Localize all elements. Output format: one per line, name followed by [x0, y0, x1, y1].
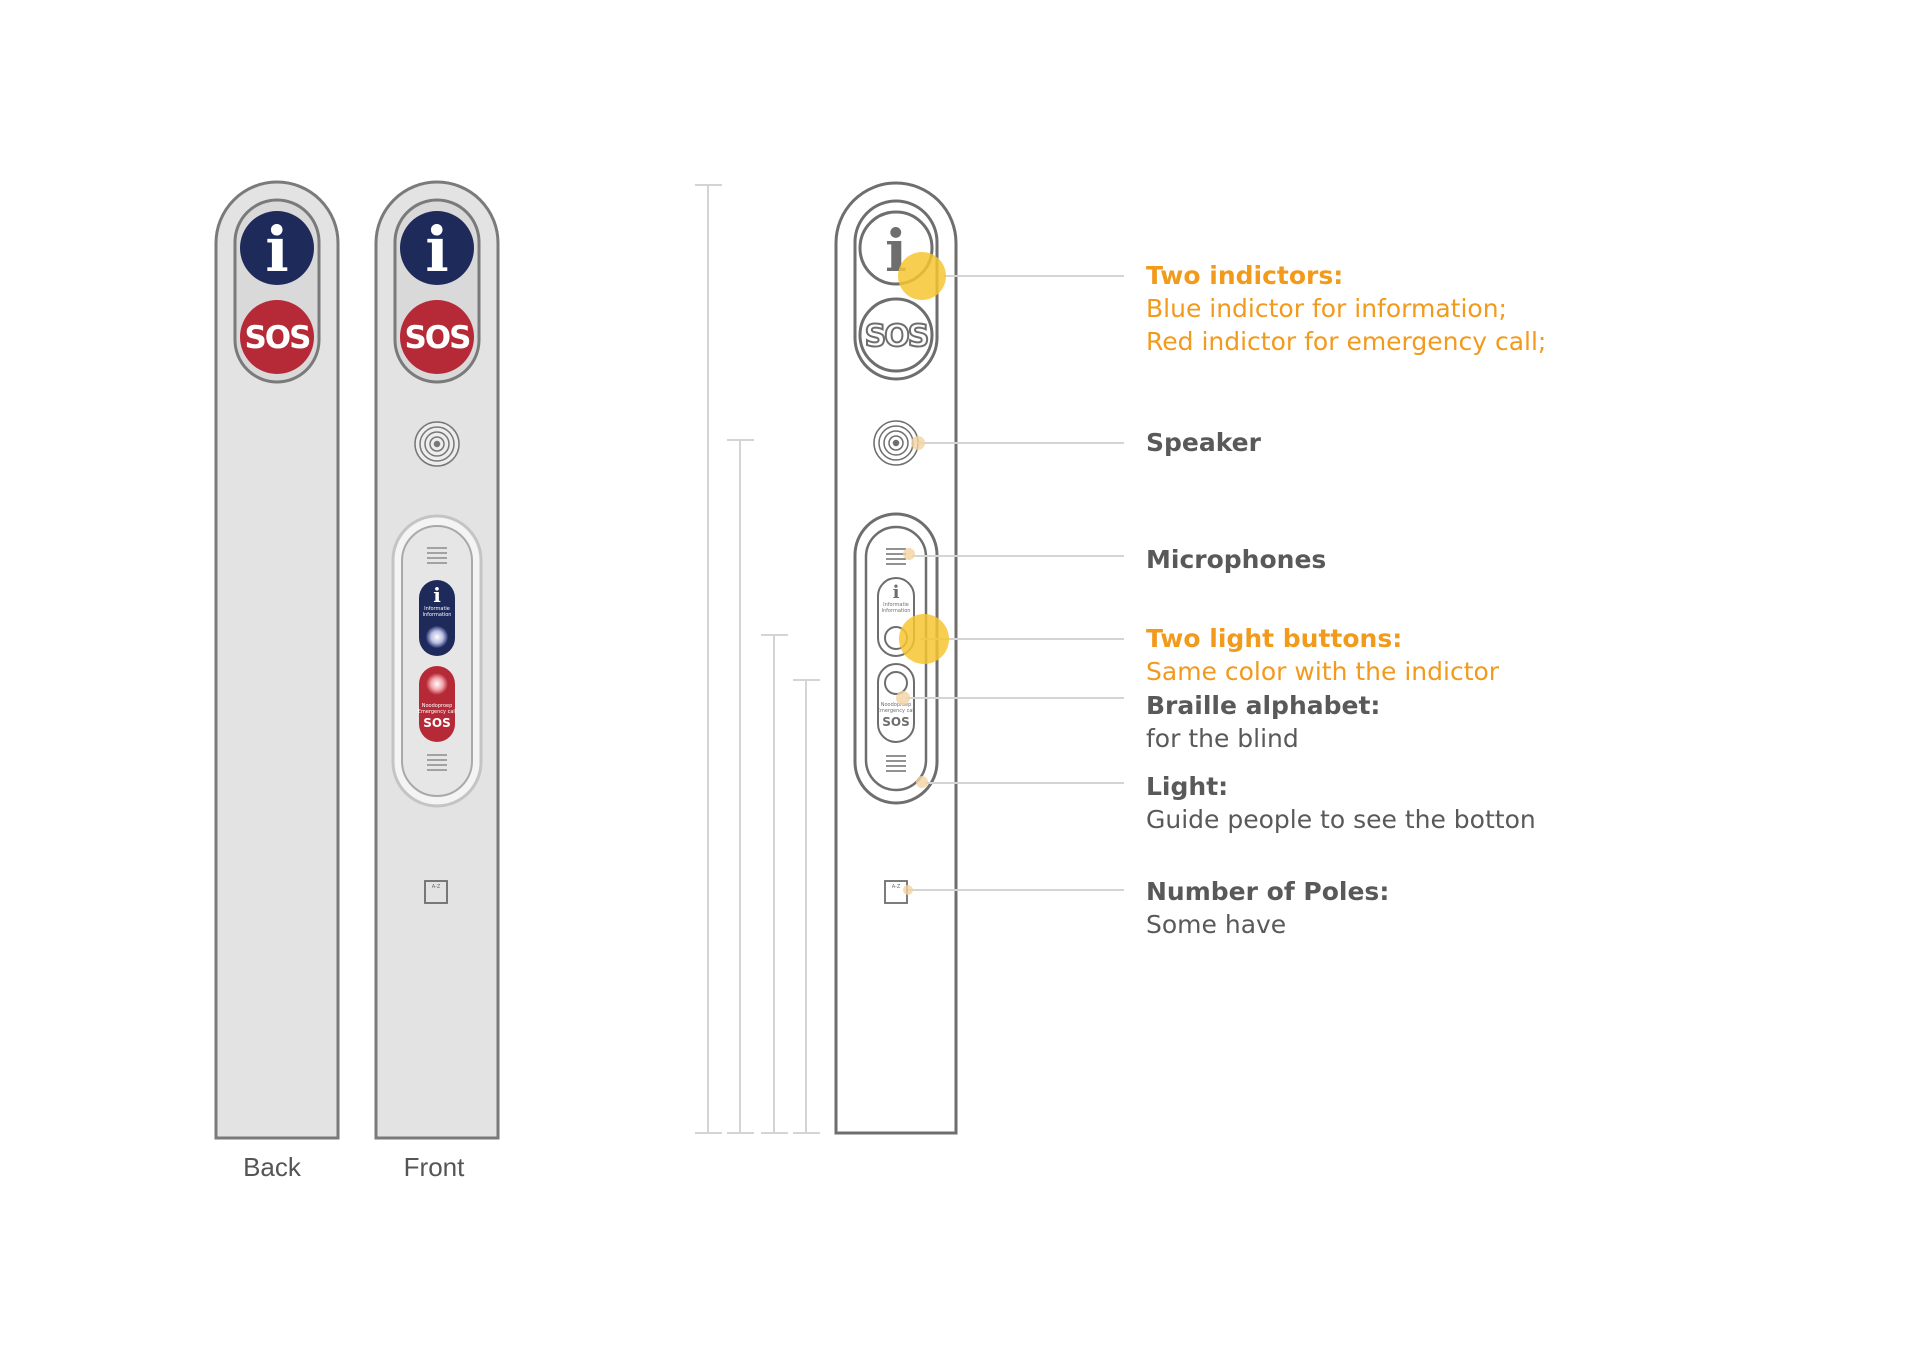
braille-highlight [896, 691, 910, 705]
annotations: Two indictors: Blue indictor for informa… [1146, 261, 1546, 939]
annotation-title: Two light buttons: [1146, 624, 1402, 653]
info-button-glyph: i [433, 583, 441, 607]
info-indicator-outline-icon [858, 210, 934, 286]
leader-lines [906, 275, 1124, 891]
sos-indicator-icon: SOS [400, 300, 474, 374]
annotation-microphones: Microphones [1146, 545, 1326, 574]
sos-button-outline-label-en: Emergency call [877, 708, 915, 714]
info-indicator-glyph: i [265, 213, 289, 286]
info-indicator-icon: i [240, 211, 314, 286]
sos-button-label-nl: Noodoproep [422, 703, 453, 709]
sos-indicator-label: SOS [404, 320, 470, 356]
info-light-button[interactable]: i Informatie Information [419, 580, 455, 656]
sos-button-outline-glyph: SOS [882, 715, 910, 729]
sos-button-outline[interactable]: Noodoproep Emergency call SOS [877, 663, 915, 743]
sos-button-label-en: Emergency call [418, 709, 456, 715]
button-highlight [899, 614, 949, 664]
info-indicator-icon: i [400, 211, 474, 286]
annotation-line: Guide people to see the botton [1146, 805, 1536, 834]
microphone-top-icon [427, 547, 447, 564]
pole-caption-front: Front [404, 1152, 465, 1182]
pole-number-glyph: A-Z [432, 884, 441, 890]
info-indicator-glyph: i [425, 213, 449, 286]
height-dimension-lines [695, 184, 820, 1134]
front-pole: i SOS i Informatie Informa [374, 180, 500, 1140]
annotation-light: Light: Guide people to see the botton [1146, 772, 1536, 834]
pole-number-highlight [903, 885, 913, 895]
microphone-highlight [903, 548, 915, 560]
sos-indicator-outline-icon [858, 297, 934, 373]
annotation-line: Red indictor for emergency call; [1146, 327, 1546, 356]
pole-number-outline-glyph: A-Z [892, 884, 901, 890]
annotation-speaker: Speaker [1146, 428, 1262, 457]
light-highlight [916, 776, 928, 788]
annotation-line: Same color with the indictor [1146, 657, 1500, 686]
sos-indicator-outline-label: SOS [865, 319, 928, 354]
annotation-line: Blue indictor for information; [1146, 294, 1507, 323]
outline-pole: i SOS i Informatie Information Noodoproe… [834, 181, 958, 1135]
annotation-line: Some have [1146, 910, 1286, 939]
sos-button-outline-label-nl: Noodoproep [881, 702, 912, 708]
speaker-icon [414, 421, 460, 467]
annotation-indicators: Two indictors: Blue indictor for informa… [1146, 261, 1546, 356]
indicator-highlight [898, 252, 946, 300]
annotation-line: for the blind [1146, 724, 1299, 753]
sos-light-button[interactable]: Noodoproep Emergency call SOS [418, 666, 456, 742]
pole-number-plate: A-Z [424, 880, 448, 904]
highlight-markers [896, 252, 949, 895]
info-button-outline-label-en: Information [882, 608, 911, 614]
info-button-label-nl: Informatie [424, 606, 450, 612]
annotation-title: Speaker [1146, 428, 1262, 457]
microphone-top-outline-icon [886, 548, 906, 565]
annotation-title: Light: [1146, 772, 1228, 801]
speaker-highlight [911, 436, 925, 450]
button-panel: i Informatie Information Noodoproep Emer… [391, 514, 483, 808]
sos-button-glyph: SOS [423, 716, 451, 730]
annotation-title: Two indictors: [1146, 261, 1343, 290]
pole-caption-back: Back [243, 1152, 302, 1182]
back-pole: i SOS [214, 180, 340, 1140]
microphone-bottom-outline-icon [886, 755, 906, 772]
sos-indicator-icon: SOS [240, 300, 314, 374]
annotation-light-buttons: Two light buttons: Same color with the i… [1146, 624, 1500, 686]
annotation-title: Braille alphabet: [1146, 691, 1380, 720]
annotation-title: Number of Poles: [1146, 877, 1389, 906]
info-button-outline-glyph: i [893, 582, 900, 603]
sos-indicator-label: SOS [244, 320, 310, 356]
annotation-pole-number: Number of Poles: Some have [1146, 877, 1389, 939]
info-button-outline-label-nl: Informatie [883, 602, 909, 608]
annotation-title: Microphones [1146, 545, 1326, 574]
annotation-braille: Braille alphabet: for the blind [1146, 691, 1380, 753]
microphone-bottom-icon [427, 754, 447, 771]
info-button-label-en: Information [423, 612, 452, 618]
